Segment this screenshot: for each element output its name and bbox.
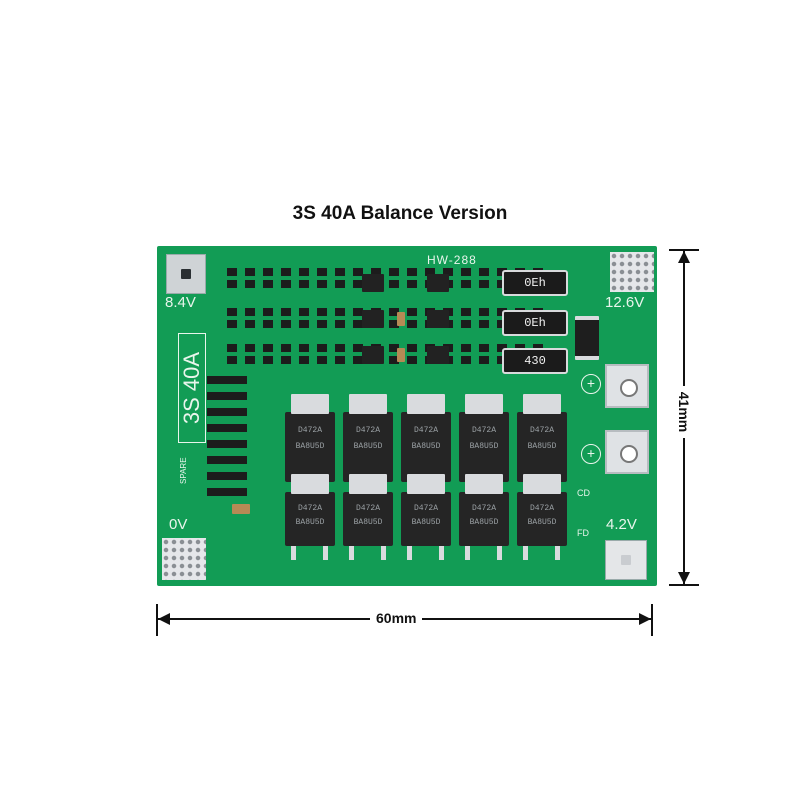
ic-6: [427, 346, 449, 364]
label-8v4: 8.4V: [165, 294, 196, 311]
product-title: 3S 40A Balance Version: [292, 203, 508, 224]
terminal-pad-b2: [605, 430, 649, 474]
terminal-pad-b1: [605, 364, 649, 408]
fd-label: FD: [577, 528, 589, 538]
capacitor-1: [397, 312, 405, 326]
mosfet-marking: BA8U5D: [527, 442, 557, 451]
bms-board: 8.4V 12.6V 0V 4.2V HW-288 3S 40A SPARE 0…: [157, 246, 657, 586]
smd-row-3: [227, 308, 547, 316]
height-arrow-up-icon: [678, 251, 690, 263]
mosfet-bottom-5: D472A BA8U5D: [517, 474, 567, 560]
smd-row-6: [227, 356, 547, 364]
mosfet-top-2: D472A BA8U5D: [343, 394, 393, 482]
mosfet-marking: D472A: [529, 504, 554, 513]
mosfet-marking: D472A: [471, 504, 496, 513]
smd-row-5: [227, 344, 547, 352]
mosfet-bottom-2: D472A BA8U5D: [343, 474, 393, 560]
ic-5: [427, 310, 449, 328]
mosfet-marking: BA8U5D: [527, 518, 557, 527]
mosfet-bottom-4: D472A BA8U5D: [459, 474, 509, 560]
mosfet-top-4: D472A BA8U5D: [459, 394, 509, 482]
mosfet-top-5: D472A BA8U5D: [517, 394, 567, 482]
mosfet-marking: D472A: [355, 426, 380, 435]
mosfet-marking: D472A: [413, 426, 438, 435]
mosfet-marking: D472A: [413, 504, 438, 513]
mosfet-marking: D472A: [297, 504, 322, 513]
height-dimension-top-tick: [669, 249, 699, 251]
shunt-resistor-1: 0Eh: [502, 270, 568, 296]
ic-1: [362, 274, 384, 292]
label-0v: 0V: [169, 516, 188, 533]
label-4v2: 4.2V: [606, 516, 637, 533]
plus-symbol-1: +: [581, 374, 601, 394]
cd-label: CD: [577, 488, 590, 498]
mosfet-marking: D472A: [529, 426, 554, 435]
capacitor-3: [232, 504, 250, 514]
pad-4v2: [605, 540, 647, 580]
width-label: 60mm: [370, 610, 423, 626]
mosfet-marking: BA8U5D: [353, 518, 383, 527]
width-dimension-left-tick: [156, 604, 158, 636]
mosfet-marking: D472A: [471, 426, 496, 435]
shunt-resistor-2: 0Eh: [502, 310, 568, 336]
mosfet-marking: BA8U5D: [469, 442, 499, 451]
mosfet-marking: D472A: [355, 504, 380, 513]
ic-4: [427, 274, 449, 292]
mosfet-marking: BA8U5D: [469, 518, 499, 527]
smd-row-1: [227, 268, 547, 276]
mosfet-marking: BA8U5D: [411, 442, 441, 451]
smd-col-left: [207, 376, 247, 496]
pad-8v4: [166, 254, 206, 294]
mosfet-marking: BA8U5D: [353, 442, 383, 451]
mosfet-marking: D472A: [297, 426, 322, 435]
ic-2: [362, 310, 384, 328]
height-arrow-down-icon: [678, 572, 690, 584]
height-label: 41mm: [676, 386, 692, 438]
mosfet-top-3: D472A BA8U5D: [401, 394, 451, 482]
plus-symbol-2: +: [581, 444, 601, 464]
mosfet-top-1: D472A BA8U5D: [285, 394, 335, 482]
mosfet-bottom-1: D472A BA8U5D: [285, 474, 335, 560]
spare-label: SPARE: [179, 457, 188, 484]
width-arrow-right-icon: [639, 613, 651, 625]
ic-3: [362, 346, 384, 364]
width-dimension-right-tick: [651, 604, 653, 636]
width-arrow-left-icon: [158, 613, 170, 625]
mosfet-marking: BA8U5D: [295, 518, 325, 527]
mosfet-marking: BA8U5D: [295, 442, 325, 451]
mosfet-marking: BA8U5D: [411, 518, 441, 527]
model-label: HW-288: [427, 253, 477, 267]
mosfet-bottom-3: D472A BA8U5D: [401, 474, 451, 560]
diode: [575, 316, 599, 360]
height-dimension-bottom-tick: [669, 584, 699, 586]
smd-row-4: [227, 320, 547, 328]
smd-row-2: [227, 280, 547, 288]
pad-12v6: [610, 252, 654, 292]
pad-0v: [162, 538, 206, 580]
spec-label: 3S 40A: [178, 333, 206, 443]
capacitor-2: [397, 348, 405, 362]
label-12v6: 12.6V: [605, 294, 645, 311]
shunt-resistor-3: 430: [502, 348, 568, 374]
